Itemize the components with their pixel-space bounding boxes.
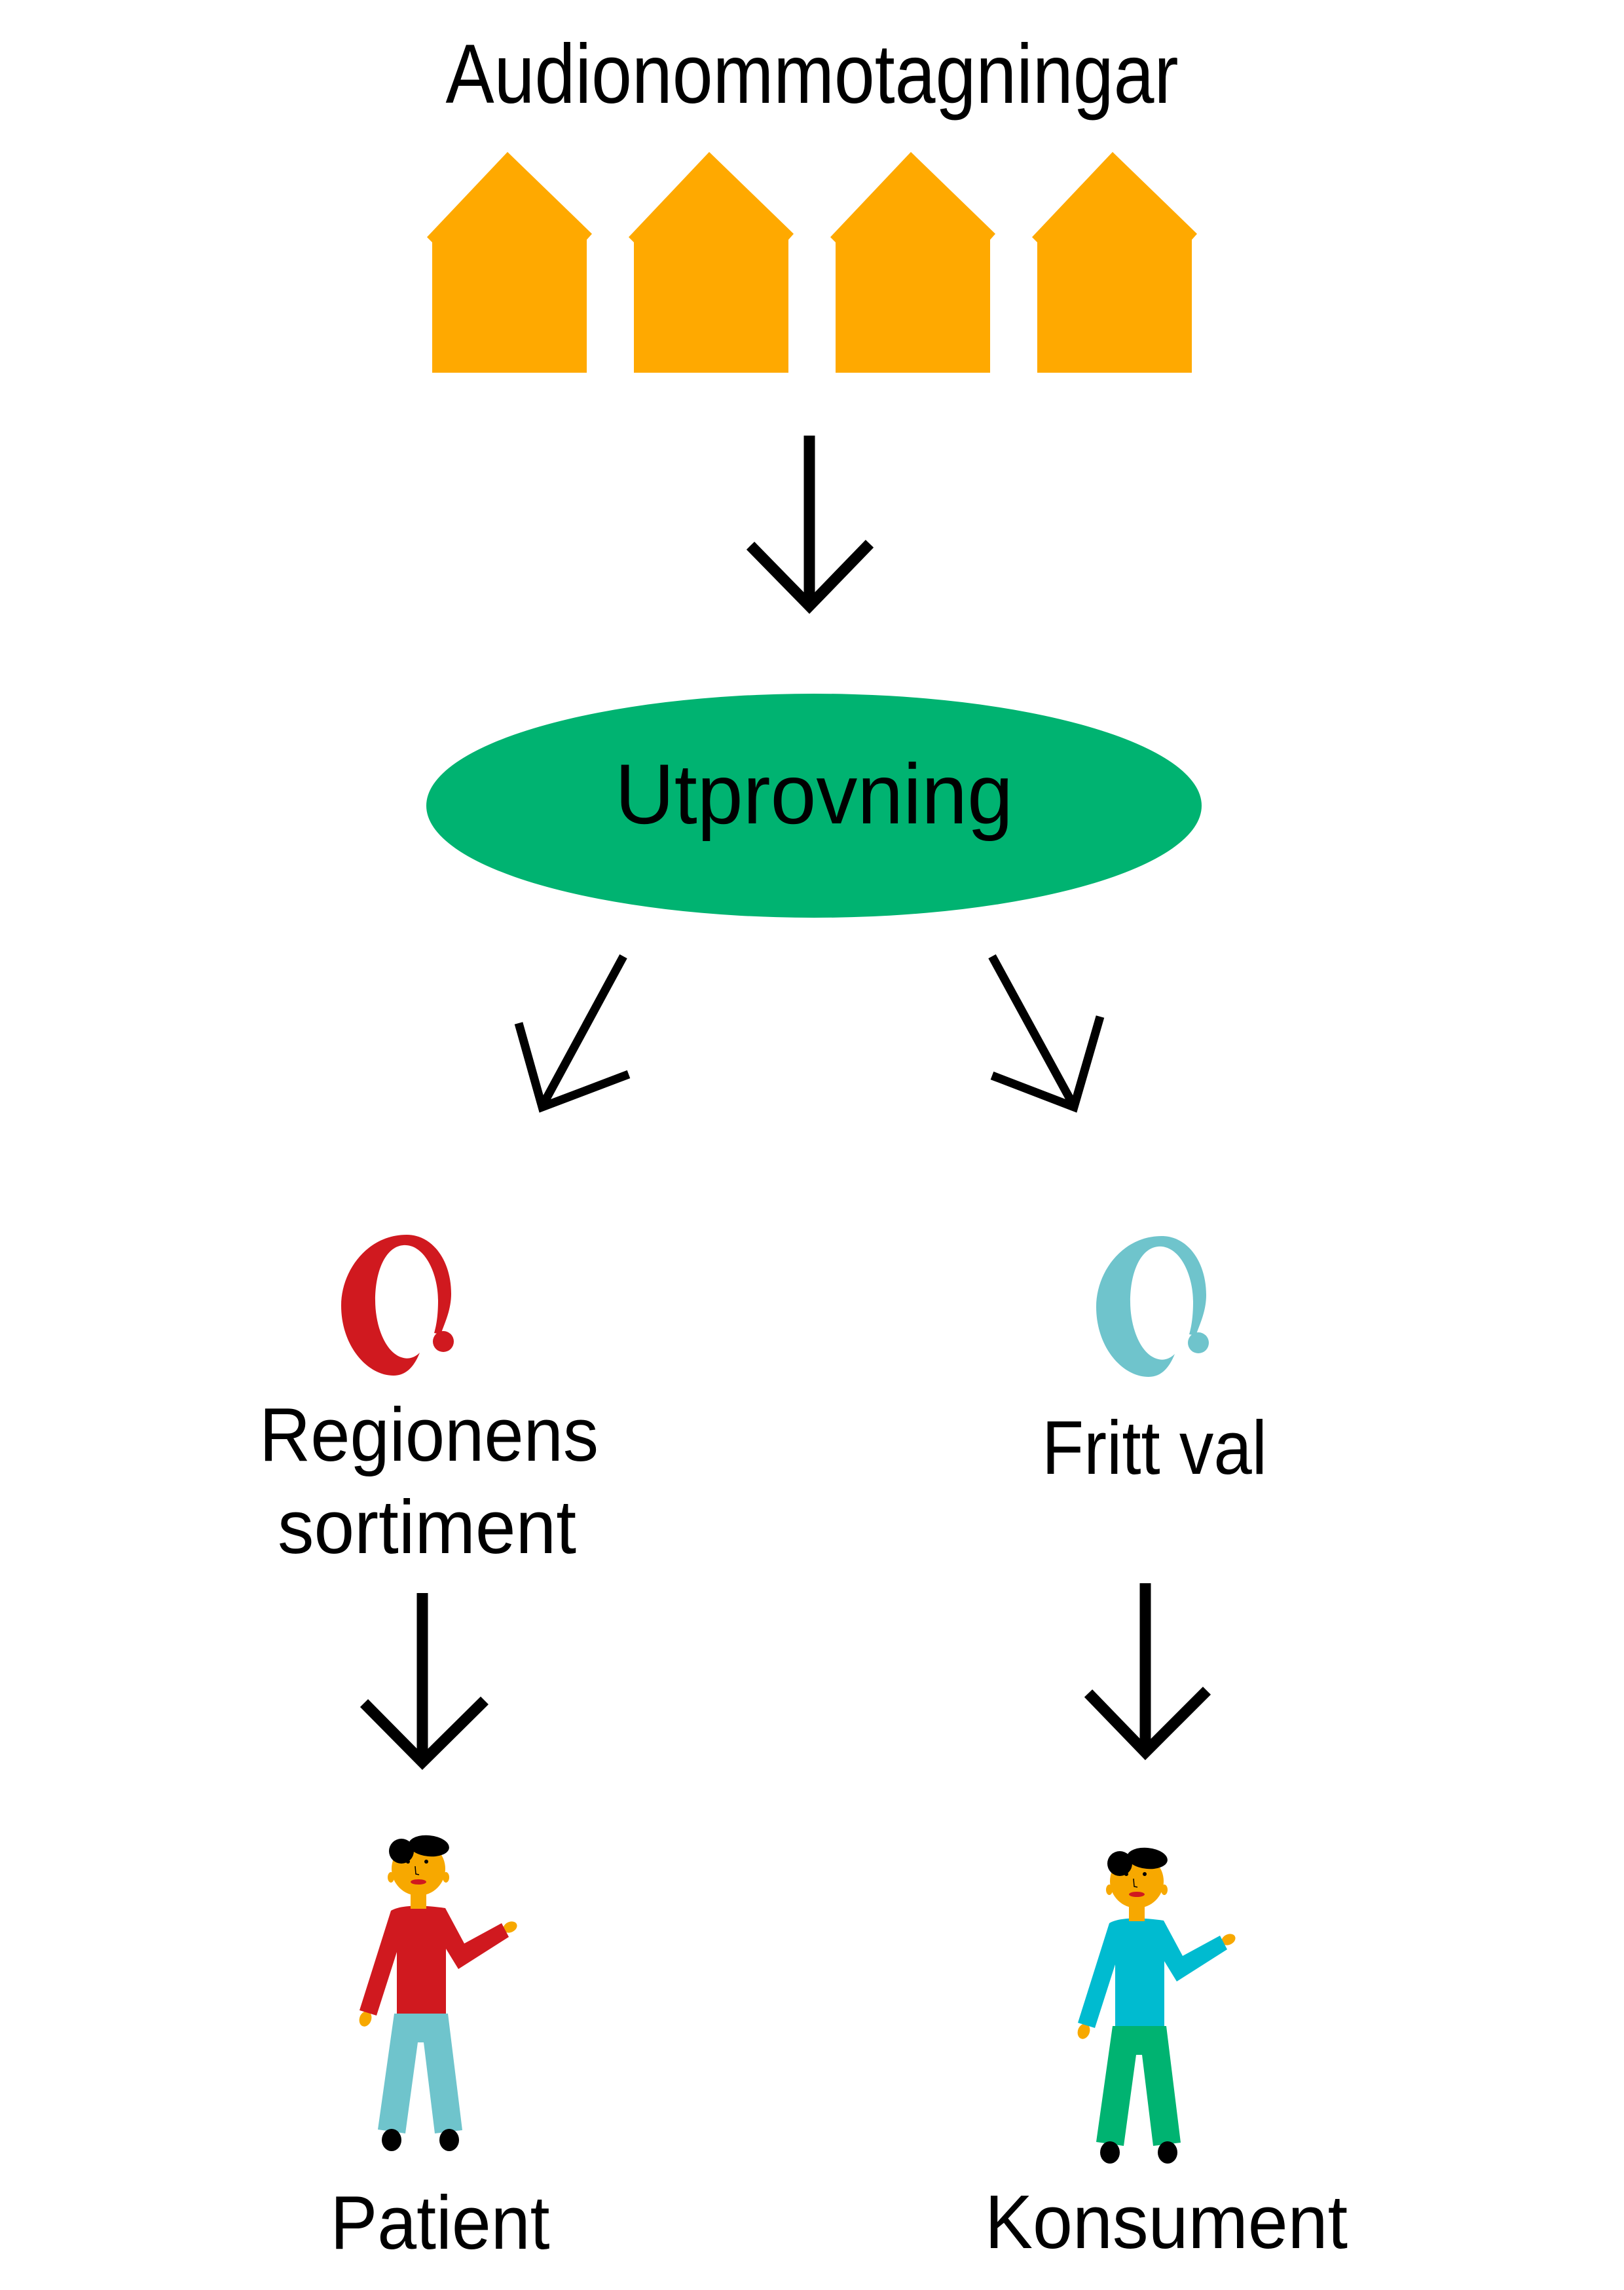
consumer-figure xyxy=(1077,1847,1236,2164)
hair-top xyxy=(409,1835,449,1857)
nose xyxy=(415,1866,420,1875)
pants xyxy=(378,2014,462,2133)
branch-label-fritt-val: Fritt val xyxy=(1042,1405,1267,1490)
hair-bun xyxy=(1107,1851,1132,1876)
hearing-aid-dome xyxy=(433,1331,454,1352)
shoe-right xyxy=(1158,2141,1177,2164)
branch-label-regionens: Regionens xyxy=(259,1392,599,1477)
arrow-down-icon xyxy=(360,1593,489,1771)
eye-left xyxy=(406,1860,410,1864)
hand-right xyxy=(1221,1934,1236,1945)
hearing-aid-dome xyxy=(1188,1332,1209,1353)
house-icon xyxy=(1032,152,1197,373)
utprovning-node: Utprovning xyxy=(426,694,1202,918)
mouth xyxy=(1129,1892,1145,1897)
house-icon xyxy=(830,152,995,373)
hand-right xyxy=(503,1921,517,1933)
eye-left xyxy=(1124,1872,1128,1876)
hand-left xyxy=(1077,2023,1090,2039)
shoe-left xyxy=(382,2129,401,2151)
patient-figure xyxy=(359,1835,517,2151)
hair-top xyxy=(1127,1847,1168,1869)
arrow-down-left-icon xyxy=(514,954,631,1113)
hair-bun xyxy=(389,1839,414,1864)
diagram-title: Audionommotagningar xyxy=(446,28,1179,121)
hearing-aid-body xyxy=(1096,1236,1206,1377)
nose xyxy=(1133,1878,1138,1888)
hearing-aid-icon xyxy=(341,1235,454,1376)
branch-label-sortiment: sortiment xyxy=(278,1484,576,1569)
utprovning-ellipse xyxy=(426,694,1202,918)
pants xyxy=(1096,2026,1181,2146)
house-icon xyxy=(427,152,592,373)
utprovning-label: Utprovning xyxy=(615,746,1013,842)
hearing-aid-icon xyxy=(1096,1236,1209,1377)
person-label-konsument: Konsument xyxy=(985,2179,1348,2264)
shoe-left xyxy=(1100,2141,1120,2164)
person-label-patient: Patient xyxy=(331,2180,550,2265)
shoe-right xyxy=(439,2129,459,2151)
eye-right xyxy=(424,1860,428,1864)
eye-right xyxy=(1143,1872,1147,1876)
shirt xyxy=(1078,1918,1227,2028)
hearing-aid-body xyxy=(341,1235,451,1376)
arrow-down-right-icon xyxy=(988,954,1105,1113)
hand-left xyxy=(359,2011,372,2027)
house-icon xyxy=(629,152,794,373)
clinic-houses xyxy=(427,152,1197,373)
arrow-down-icon xyxy=(1084,1583,1211,1761)
shirt xyxy=(360,1905,509,2016)
mouth xyxy=(411,1879,426,1885)
arrow-down-icon xyxy=(746,436,874,614)
